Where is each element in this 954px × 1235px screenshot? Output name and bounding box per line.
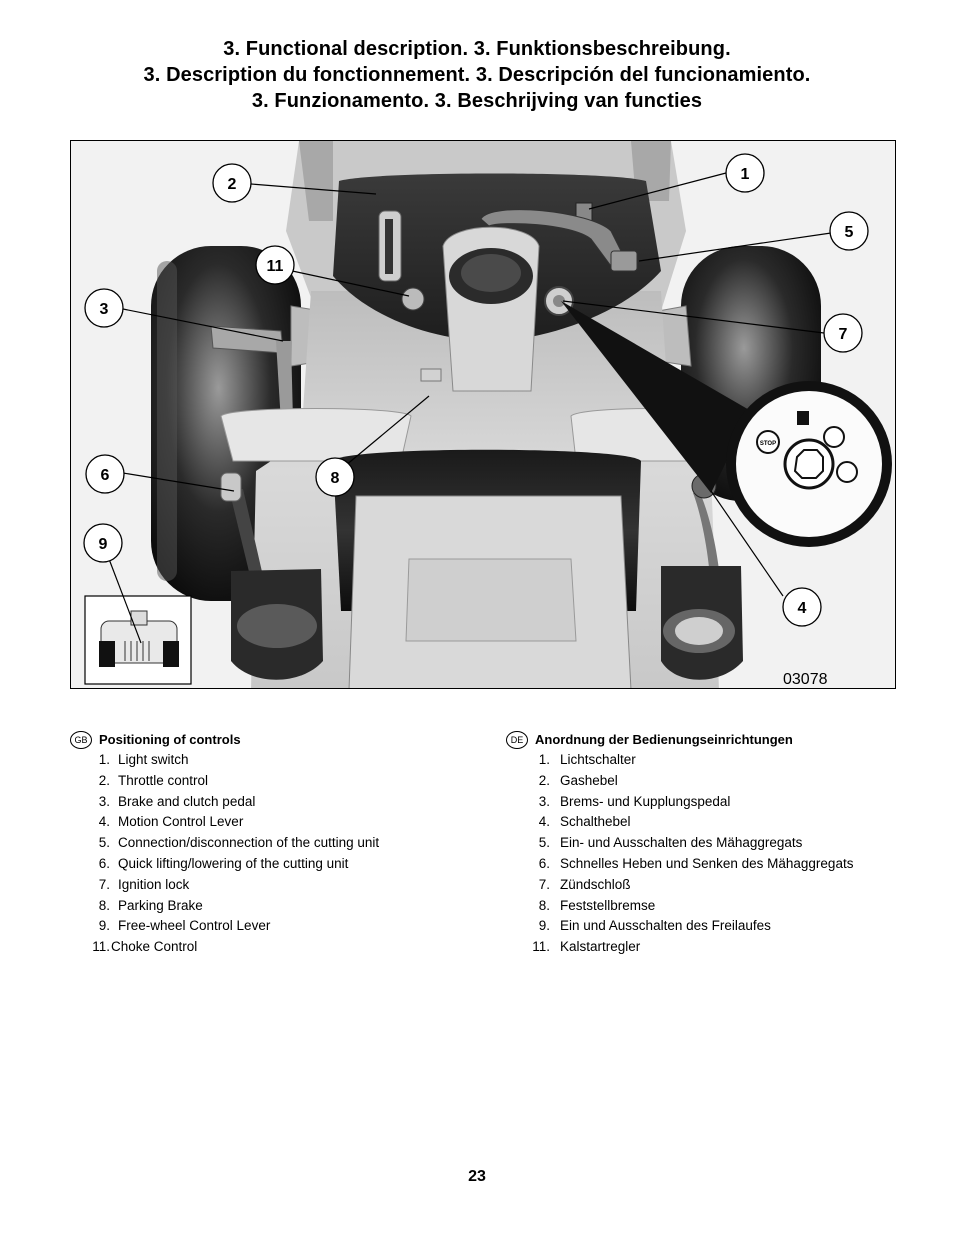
title-line-1: 3. Functional description. 3. Funktionsb…	[223, 38, 731, 60]
svg-text:4: 4	[798, 600, 807, 617]
controls-illustration: STOP 2 1 5	[70, 140, 896, 689]
figure-ref-code: 03078	[783, 671, 828, 688]
list-item: 5.Connection/disconnection of the cuttin…	[98, 835, 380, 851]
gb-column: GB Positioning of controls 1.Light switc…	[70, 730, 490, 958]
page-number: 23	[468, 1168, 486, 1185]
list-item: 6.Quick lifting/lowering of the cutting …	[98, 855, 349, 871]
title-line-3: 3. Funzionamento. 3. Beschrijving van fu…	[251, 90, 703, 112]
callout-6: 6	[85, 454, 125, 494]
svg-text:1: 1	[741, 166, 750, 183]
callout-11: 11	[255, 245, 295, 285]
callout-5: 5	[829, 211, 869, 251]
de-heading-row: DE Anordnung der Bedienungseinrichtungen	[506, 730, 926, 750]
list-item: 6.Schnelles Heben und Senken des Mähaggr…	[538, 855, 854, 871]
list-item: 11.Kalstartregler	[532, 939, 641, 955]
list-item: 5.Ein- und Ausschalten des Mähaggregats	[538, 835, 803, 851]
svg-text:8: 8	[331, 470, 340, 487]
list-item: 4.Motion Control Lever	[98, 814, 244, 830]
de-list: 1.Lichtschalter 2.Gashebel 3.Brems- und …	[506, 750, 926, 958]
list-item: 2.Throttle control	[98, 772, 209, 788]
list-item: 8.Parking Brake	[98, 897, 203, 913]
ignition-stop-label: STOP	[760, 441, 776, 447]
svg-text:11: 11	[267, 258, 284, 275]
de-column: DE Anordnung der Bedienungseinrichtungen…	[506, 730, 926, 958]
brake-pedal	[210, 325, 293, 423]
svg-text:9: 9	[99, 536, 108, 553]
list-item: 7.Zündschloß	[538, 876, 631, 892]
svg-text:2: 2	[228, 176, 237, 193]
svg-text:7: 7	[839, 326, 848, 343]
svg-text:3: 3	[100, 301, 109, 318]
callout-8: 8	[315, 457, 355, 497]
freewheel-inset	[84, 595, 192, 685]
list-item: 4.Schalthebel	[538, 814, 631, 830]
callout-3: 3	[84, 288, 124, 328]
de-heading: Anordnung der Bedienungseinrichtungen	[535, 731, 793, 747]
callout-2: 2	[212, 163, 252, 203]
title-line-2: 3. Description du fonctionnement. 3. Des…	[143, 64, 811, 86]
callout-9: 9	[83, 523, 123, 563]
leader-lines	[108, 172, 832, 644]
seat	[333, 449, 641, 688]
page-titles: 3. Functional description. 3. Funktionsb…	[0, 36, 954, 114]
list-item: 8.Feststellbremse	[538, 897, 656, 913]
list-item: 9.Ein und Ausschalten des Freilaufes	[538, 918, 771, 934]
list-item: 1.Light switch	[98, 752, 189, 767]
gb-list: 1.Light switch 2.Throttle control 3.Brak…	[70, 750, 490, 958]
tractor-drawing: STOP 2 1 5	[71, 141, 895, 688]
gb-heading: Positioning of controls	[99, 731, 241, 747]
svg-text:6: 6	[101, 467, 110, 484]
list-item: 3.Brake and clutch pedal	[98, 793, 256, 809]
de-language-badge: DE	[506, 731, 528, 749]
list-item: 9.Free-wheel Control Lever	[98, 918, 271, 934]
list-item: 1.Lichtschalter	[538, 752, 636, 767]
list-item: 11.Choke Control	[92, 939, 198, 955]
callout-1: 1	[725, 153, 765, 193]
callout-4: 4	[782, 587, 822, 627]
ignition-detail: STOP	[726, 381, 892, 547]
callout-7: 7	[823, 313, 863, 353]
dashboard	[333, 173, 661, 392]
gb-language-badge: GB	[70, 731, 92, 749]
list-item: 2.Gashebel	[538, 772, 618, 788]
list-item: 3.Brems- und Kupplungspedal	[538, 793, 731, 809]
svg-text:5: 5	[845, 224, 854, 241]
gb-heading-row: GB Positioning of controls	[70, 730, 490, 750]
list-item: 7.Ignition lock	[98, 876, 190, 892]
